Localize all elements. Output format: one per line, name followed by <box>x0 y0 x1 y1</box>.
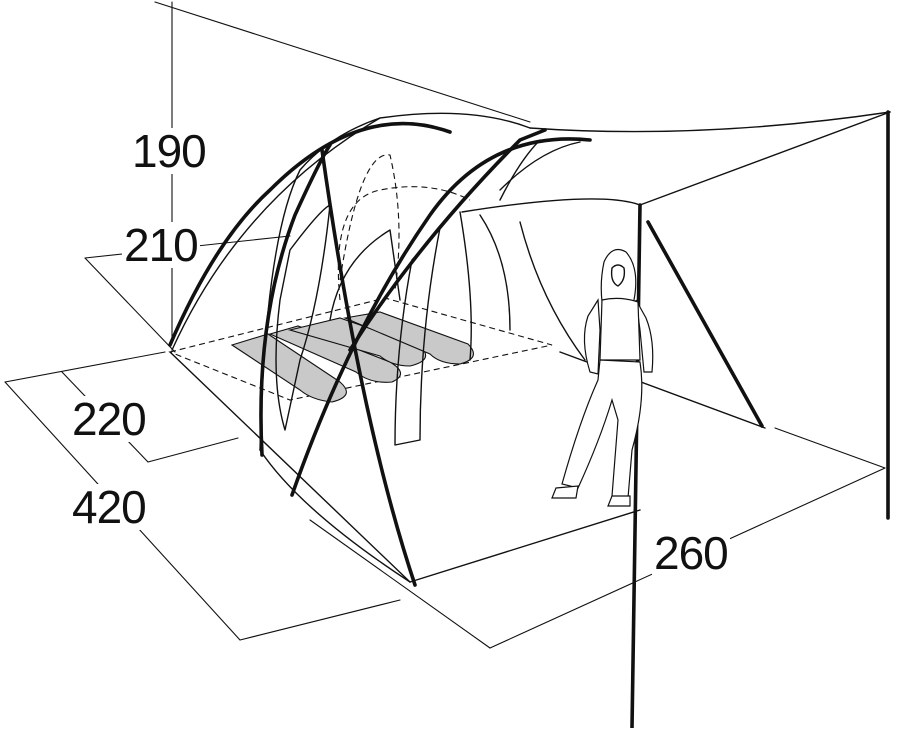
tent-poles <box>168 110 890 730</box>
dimension-label-height-210: 210 <box>122 219 200 271</box>
person-figure <box>551 249 654 507</box>
dimension-label-height-190: 190 <box>130 125 208 177</box>
sleeping-mats <box>230 311 474 403</box>
dimension-label-width-260: 260 <box>652 527 730 579</box>
canopy <box>461 111 891 213</box>
dimension-lines <box>4 1 886 649</box>
dimension-label-depth-220: 220 <box>70 393 148 445</box>
dimension-label-depth-420: 420 <box>70 481 148 533</box>
